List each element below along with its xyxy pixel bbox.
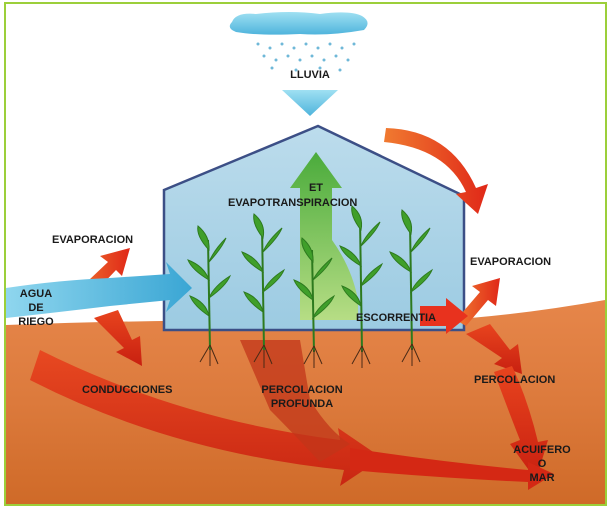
plant-4: [339, 205, 384, 353]
conduction-arrow: [94, 310, 142, 366]
runoff-arrow: [420, 298, 468, 334]
plant-3: [293, 237, 336, 353]
evaporation-right-arrow: [456, 278, 500, 326]
evaporation-right-label: EVAPORACION: [470, 256, 552, 268]
evapotranspiration-arrow: [290, 152, 358, 320]
plants: [187, 205, 434, 368]
plant-1: [187, 225, 232, 351]
runoff-curve-arrow: [384, 128, 488, 214]
plant-5: [389, 209, 434, 351]
deep-percolation-label-1: PERCOLACION: [261, 384, 343, 396]
deep-percolation-left-arrow: [30, 350, 382, 486]
irrigation-label-1: AGUA: [19, 288, 53, 300]
deep-percolation-center: [240, 340, 350, 462]
conduction-losses-label: CONDUCCIONES: [82, 384, 173, 396]
percolation-label: PERCOLACION: [474, 374, 556, 386]
roots: [199, 343, 421, 368]
aquifer-down-arrow: [494, 366, 548, 480]
frame-border: [4, 2, 607, 506]
percolation-arrow: [466, 324, 522, 374]
irrigation-label-3: RIEGO: [18, 316, 54, 328]
irrigation-arrow: [6, 262, 192, 318]
evapotranspiration-label: EVAPOTRANSPIRACION: [228, 197, 358, 209]
aquifer-label-2: O: [537, 458, 547, 470]
rain-arrow-icon: [282, 90, 338, 116]
aquifer-horizontal-arrow: [350, 448, 554, 490]
deep-percolation-label-2: PROFUNDA: [270, 398, 334, 410]
et-label: ET: [308, 182, 324, 194]
plant-2: [241, 213, 286, 351]
rain-label: LLUVIA: [290, 69, 330, 81]
runoff-label: ESCORRENTIA: [356, 312, 437, 324]
evaporation-left-label: EVAPORACION: [52, 234, 134, 246]
rain-cloud: [229, 12, 368, 116]
aquifer-label-1: ACUIFERO: [513, 444, 571, 456]
irrigation-label-2: DE: [28, 302, 44, 314]
aquifer-label-3: MAR: [529, 472, 555, 484]
